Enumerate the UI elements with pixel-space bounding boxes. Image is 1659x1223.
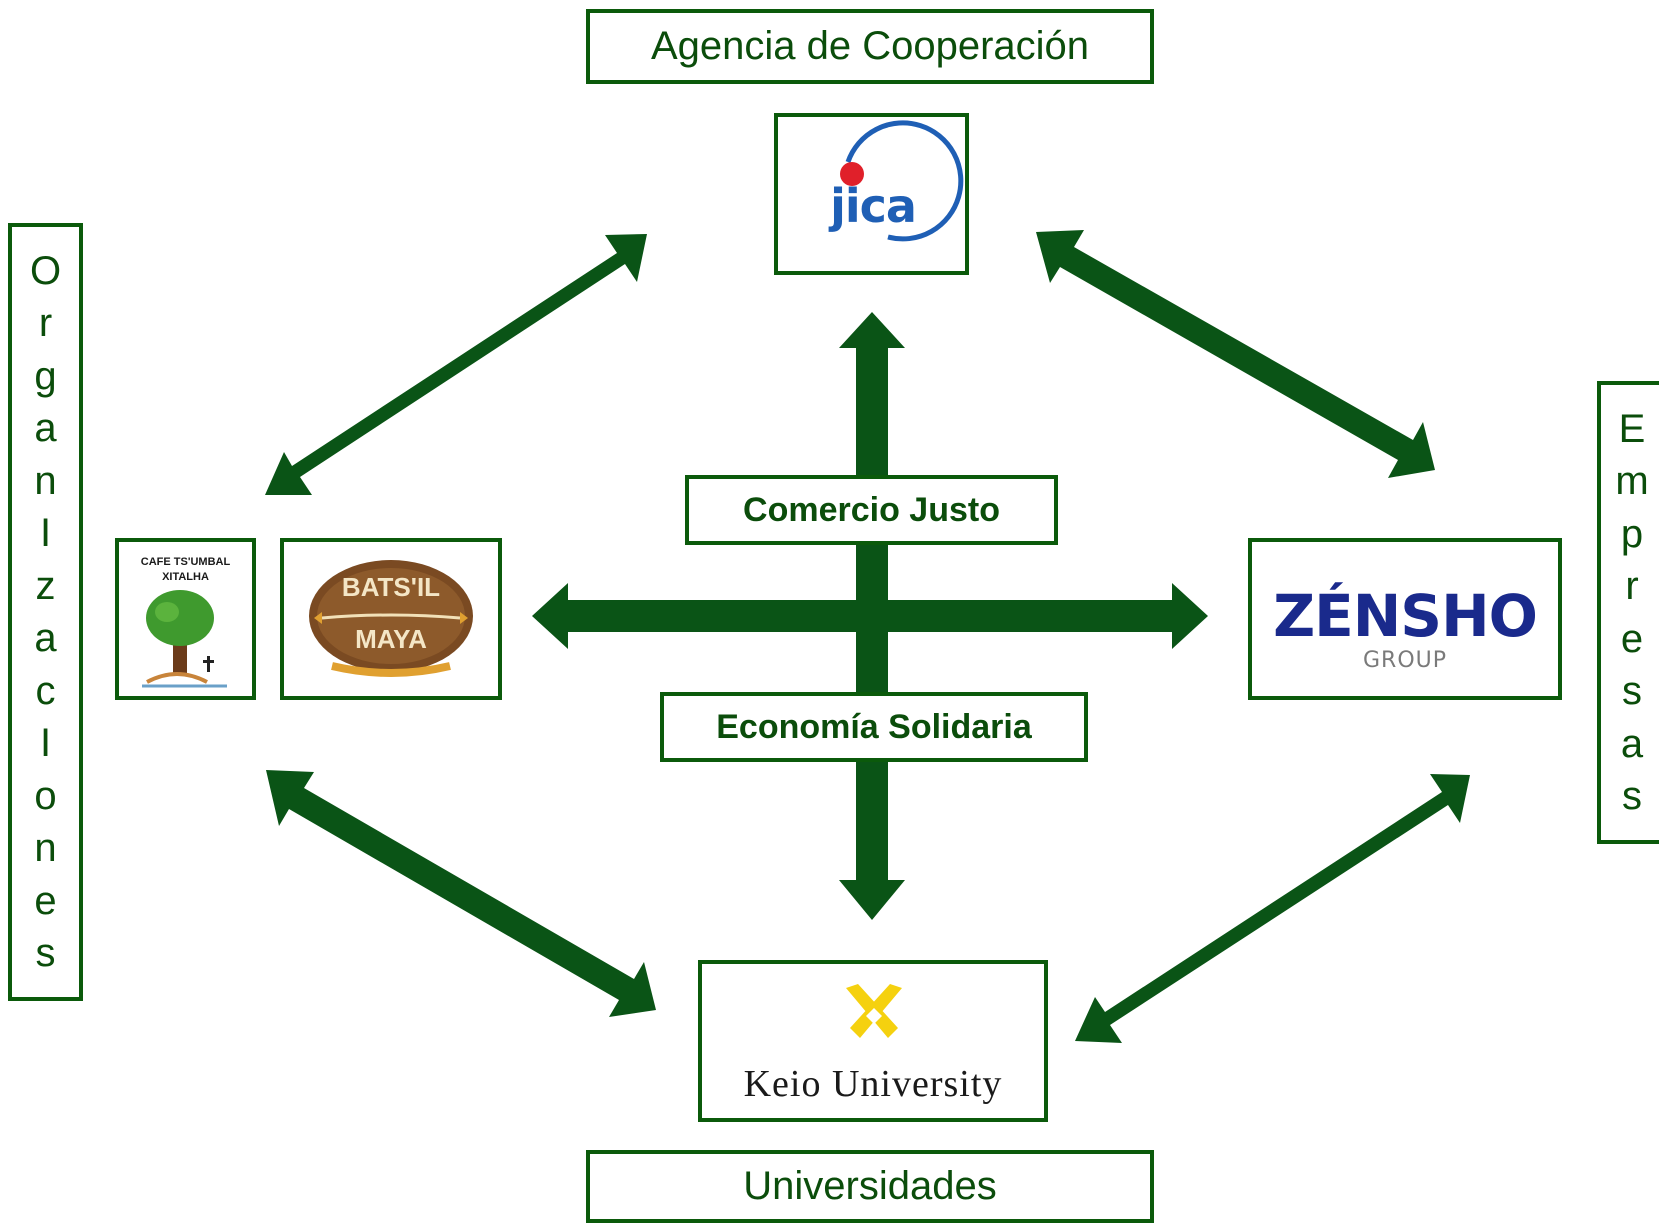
keio-logo-box: Keio University [698,960,1048,1122]
vertical-letter: I [39,721,52,765]
vertical-letter: O [29,248,62,293]
vertical-letter: a [1620,721,1644,766]
batsil-text: BATS'IL [341,572,441,602]
vertical-letter: g [34,353,57,398]
arrow-org-jica [265,234,647,495]
vertical-letter: n [34,458,57,503]
vertical-letter: z [35,563,56,608]
vertical-letter: E [1618,406,1646,451]
jica-logo-box: JICA [774,113,969,275]
jica-wordmark: JICA [830,179,917,233]
label-agencia-text: Agencia de Cooperación [650,24,1090,68]
batsil-maya-logo-box: BATS'IL MAYA [280,538,502,700]
vertical-letter: s [1622,669,1642,713]
horizontal-double-arrow [532,583,1208,649]
vertical-letter: e [34,878,57,923]
maya-text: MAYA [355,624,427,654]
label-economia-solidaria-text: Economía Solidaria [716,707,1032,746]
label-agencia: Agencia de Cooperación [586,9,1154,84]
arrow-org-keio [266,770,656,1017]
zensho-group: GROUP [1362,648,1448,673]
vertical-letter: c [35,668,56,713]
cafe-tsumbal-subtitle: XITALHA [162,571,209,583]
vertical-letter: a [34,616,57,660]
keio-wordmark: Keio University [743,1063,1003,1105]
label-universidades: Universidades [586,1150,1154,1223]
vertical-letter: r [1625,564,1639,608]
vertical-letter: o [34,773,57,818]
cafe-tsumbal-logo-box: CAFE TS'UMBAL XITALHA [115,538,256,700]
label-economia-solidaria: Economía Solidaria [660,692,1088,762]
zensho-logo-box: ZÉNSHO GROUP [1248,538,1562,700]
batsil-maya-emblem [309,560,473,677]
vertical-letter: s [1622,774,1642,818]
label-comercio-justo: Comercio Justo [685,475,1058,545]
vertical-letter: r [38,301,53,345]
vertical-letter: m [1615,459,1649,503]
arrow-keio-empresas [1075,774,1470,1043]
vertical-letter: n [34,826,57,870]
keio-pen-icon [846,984,902,1038]
label-universidades-text: Universidades [743,1164,997,1208]
vertical-letter: p [1620,511,1644,556]
zensho-wordmark: ZÉNSHO [1273,582,1538,650]
vertical-letter: e [1620,616,1644,661]
jica-sun-icon [840,120,964,242]
vertical-letter: a [34,406,57,450]
label-comercio-justo-text: Comercio Justo [743,490,1000,529]
tree-icon [142,590,227,688]
cafe-tsumbal-title: CAFE TS'UMBAL [140,556,231,568]
vertical-letter: I [39,511,52,555]
vertical-letter: s [35,931,56,975]
arrow-jica-empresas [1036,230,1435,478]
